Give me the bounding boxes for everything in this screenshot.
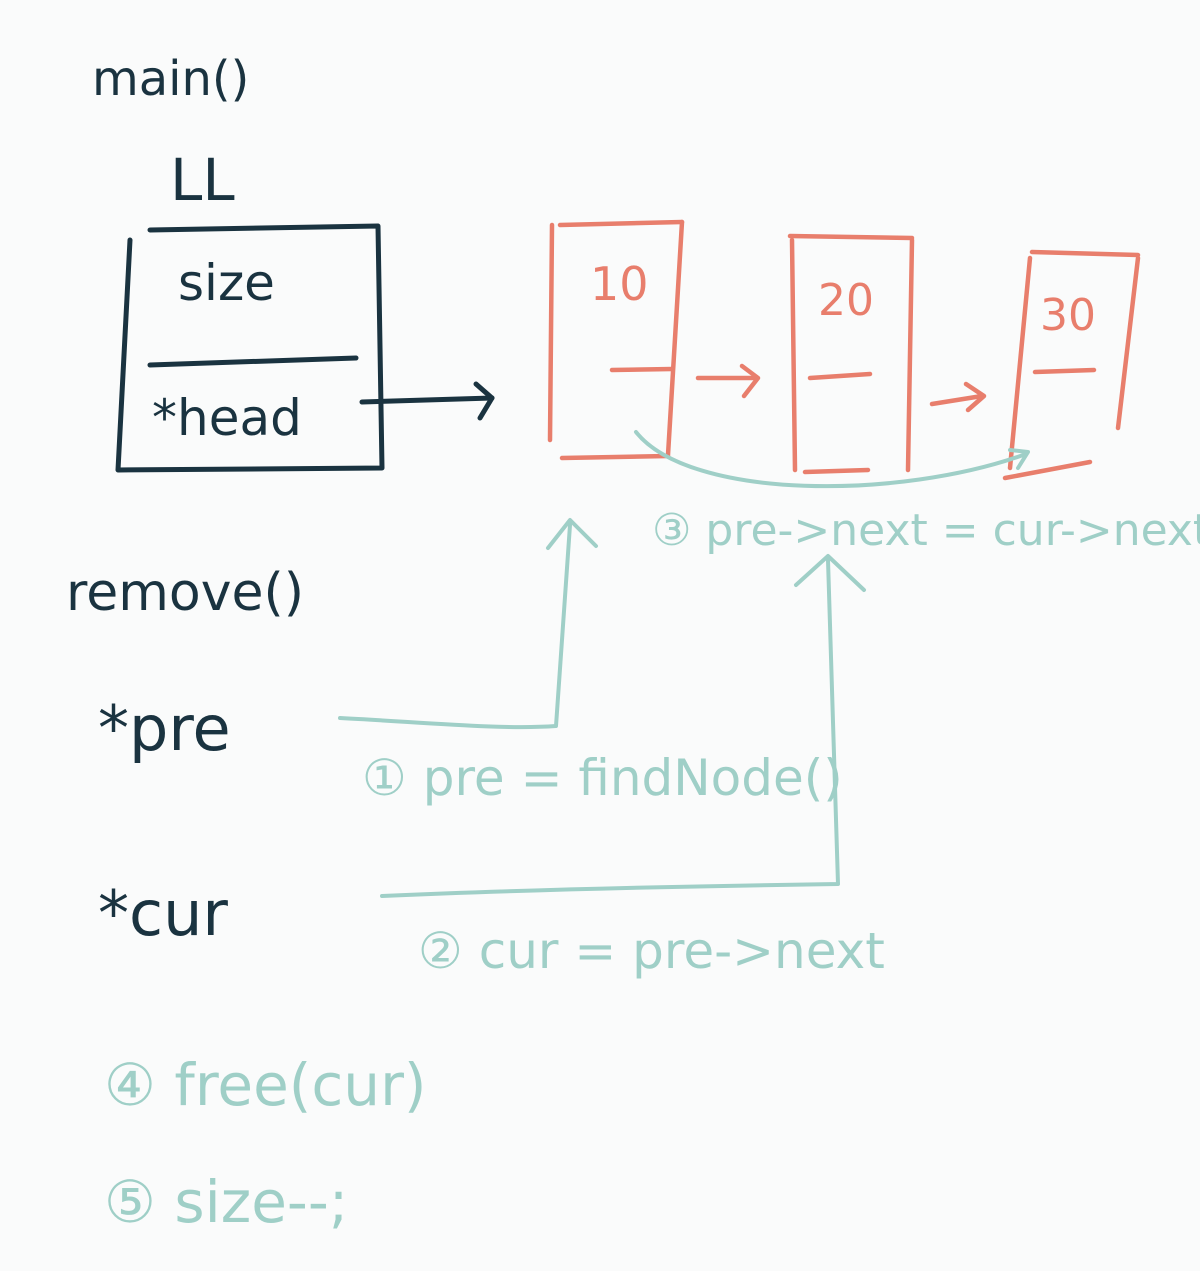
node-value-10: 10 <box>590 257 649 311</box>
struct-name-label: LL <box>170 146 235 214</box>
struct-field-head: *head <box>152 389 302 447</box>
step-4-label: ④ free(cur) <box>104 1051 427 1119</box>
node-value-20: 20 <box>818 275 874 326</box>
step-1-label: ① pre = findNode() <box>362 749 843 807</box>
pre-pointer-label: *pre <box>98 692 231 765</box>
step-5-label: ⑤ size--; <box>104 1168 348 1236</box>
ll-struct-box <box>115 223 385 473</box>
node-10 <box>547 219 685 461</box>
node-20 <box>787 233 915 475</box>
head-pointer-arrow <box>359 381 495 421</box>
struct-field-size: size <box>178 254 275 312</box>
node-value-30: 30 <box>1040 290 1096 341</box>
pre-pointer-arrow <box>338 518 598 730</box>
next-arrow-10-to-20 <box>695 363 761 399</box>
cur-pointer-label: *cur <box>98 877 228 950</box>
next-arrow-20-to-30 <box>929 381 987 413</box>
main-function-label: main() <box>92 51 249 107</box>
bypass-curve-arrow <box>634 430 1030 489</box>
cur-pointer-arrow <box>380 554 866 898</box>
step-2-label: ② cur = pre->next <box>418 922 885 980</box>
remove-function-label: remove() <box>66 563 304 623</box>
step-3-label: ③ pre->next = cur->next <box>652 505 1200 556</box>
node-30 <box>1002 249 1141 481</box>
